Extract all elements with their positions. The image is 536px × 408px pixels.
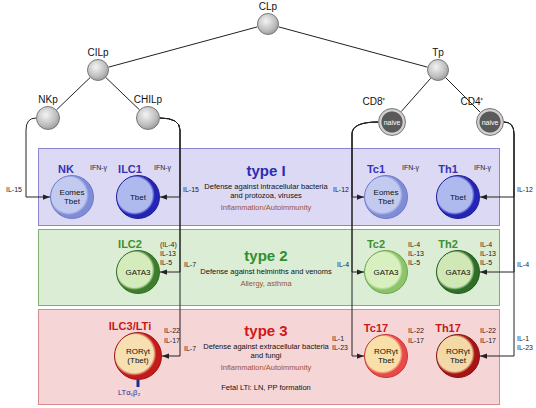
cytokine-label: IL-4 — [408, 240, 420, 249]
cell-name: Tc17 — [364, 322, 388, 334]
cytokine-signal: IL-4 — [517, 260, 529, 269]
effector-cell: NKEomes Tbet — [50, 175, 94, 219]
cytokine-label: IL-17 — [408, 336, 424, 345]
transcription-factor: GATA3 — [373, 268, 398, 277]
cell-name: CHILp — [134, 94, 162, 106]
naive-cell: CD4⁺naive — [476, 108, 504, 136]
transcription-factor: Eomes Tbet — [370, 188, 402, 206]
transcription-factor: RORγt (Tbet) — [121, 347, 156, 365]
progenitor-cell: NKp — [36, 106, 60, 130]
cytokine-label: IFN-γ — [90, 163, 107, 172]
function-text: Defense against extracellular bacteria a… — [200, 342, 332, 360]
cytokine-label: IL-17 — [480, 336, 496, 345]
effector-cell: Tc17RORγt Tbet — [364, 334, 408, 378]
transcription-factor: Tbet — [130, 193, 146, 202]
cytokine-label: IL-5 — [480, 258, 492, 267]
effector-cell: Th17RORγt Tbet — [436, 334, 480, 378]
cytokine-signal: IL-1 IL-23 — [332, 334, 351, 352]
cell-name: Tc2 — [367, 238, 385, 250]
pathology-text: Allergy, asthma — [240, 279, 291, 288]
cytokine-label: IL-22 — [480, 326, 496, 335]
progenitor-cell: CLp — [257, 13, 279, 35]
cytokine-signal: IL-7 — [184, 344, 196, 353]
function-text: Defense against helminths and venoms — [200, 267, 331, 276]
cell-name: Th17 — [435, 322, 461, 334]
transcription-factor: GATA3 — [445, 268, 470, 277]
cytokine-label: IL-13 — [160, 249, 176, 258]
cytokine-label: IFN-γ — [402, 163, 419, 172]
cytokine-label: IL-13 — [480, 249, 496, 258]
cell-name: CLp — [259, 1, 277, 13]
type-title: type I — [246, 162, 285, 179]
effector-cell: Tc2GATA3 — [364, 250, 408, 294]
cytokine-label: IL-22 — [164, 326, 180, 335]
pathology-text: Inflammation/Autoimmunity — [221, 203, 311, 212]
cytokine-label: IL-5 — [408, 258, 420, 267]
cytokine-label: IFN-γ — [474, 163, 491, 172]
effector-cell: Th1Tbet — [436, 175, 480, 219]
transcription-factor: RORγt Tbet — [442, 347, 474, 365]
effector-cell: ILC1Tbet — [116, 175, 160, 219]
cytokine-signal: IL-1 IL-23 — [517, 334, 536, 352]
cytokine-label: IL-13 — [408, 249, 424, 258]
cytokine-signal: IL-12 — [333, 185, 349, 194]
cell-name: ILC2 — [118, 238, 142, 250]
progenitor-cell: Tp — [427, 59, 449, 81]
cytokine-signal: IL-4 — [337, 260, 349, 269]
cytokine-label: IL-5 — [160, 258, 172, 267]
cytokine-signal: IL-12 — [517, 185, 533, 194]
cytokine-label: IL-22 — [408, 326, 424, 335]
cell-name: Th2 — [438, 238, 458, 250]
type-band: type I Defense against intracellular bact… — [38, 148, 500, 226]
cytokine-label: (IL-4) — [160, 240, 177, 249]
band-text-column: type 3 Defense against extracellular bact… — [200, 310, 332, 404]
progenitor-cell: CHILp — [136, 106, 160, 130]
cell-name: Tc1 — [367, 163, 385, 175]
cell-name: CILp — [87, 47, 108, 59]
cytokine-label: IL-4 — [480, 240, 492, 249]
cytokine-signal: IL-15 — [183, 185, 199, 194]
connector — [109, 27, 258, 67]
connector — [401, 78, 430, 111]
cell-name: ILC1 — [118, 163, 142, 175]
transcription-factor: Eomes Tbet — [56, 188, 88, 206]
progenitor-cell: CILp — [87, 59, 109, 81]
naive-cell: CD8⁺naive — [378, 108, 406, 136]
cytokine-label: IL-17 — [164, 336, 180, 345]
effector-cell: Th2GATA3 — [436, 250, 480, 294]
type-band: type 2 Defense against helminths and veno… — [38, 229, 500, 306]
type-title: type 2 — [244, 247, 287, 264]
transcription-factor: RORγt Tbet — [370, 347, 402, 365]
connector — [279, 27, 428, 67]
naive-label: naive — [384, 118, 401, 127]
type-title: type 3 — [244, 322, 287, 339]
cell-name: CD4⁺ — [460, 96, 483, 108]
type-band: type 3 Defense against extracellular bact… — [38, 309, 500, 405]
effector-cell: ILC3/LTiRORγt (Tbet) — [114, 332, 162, 380]
band-text-column: type 2 Defense against helminths and veno… — [200, 230, 332, 305]
cell-name: CD8⁺ — [362, 96, 385, 108]
function-text: Defense against intracellular bacteria a… — [200, 182, 332, 200]
cell-name: ILC3/LTi — [109, 320, 151, 332]
naive-label: naive — [482, 118, 499, 127]
cell-name: Th1 — [438, 163, 458, 175]
effector-cell: ILC2GATA3 — [116, 250, 160, 294]
band-text-column: type I Defense against intracellular bact… — [200, 149, 332, 225]
connector — [57, 78, 90, 110]
cell-name: Tp — [432, 47, 444, 59]
transcription-factor: GATA3 — [125, 268, 150, 277]
cytokine-signal: IL-15 — [6, 185, 22, 194]
cell-name: NK — [58, 163, 74, 175]
cytokine-label: IFN-γ — [154, 163, 171, 172]
transcription-factor: Tbet — [450, 193, 466, 202]
cell-name: NKp — [38, 94, 57, 106]
surface-molecule: LTα₁β₂ — [118, 388, 140, 397]
pathology-text: Inflammation/Autoimmunity — [221, 363, 311, 372]
cytokine-signal: IL-7 — [184, 260, 196, 269]
note-text: Fetal LTi: LN, PP formation — [221, 383, 310, 392]
effector-cell: Tc1Eomes Tbet — [364, 175, 408, 219]
